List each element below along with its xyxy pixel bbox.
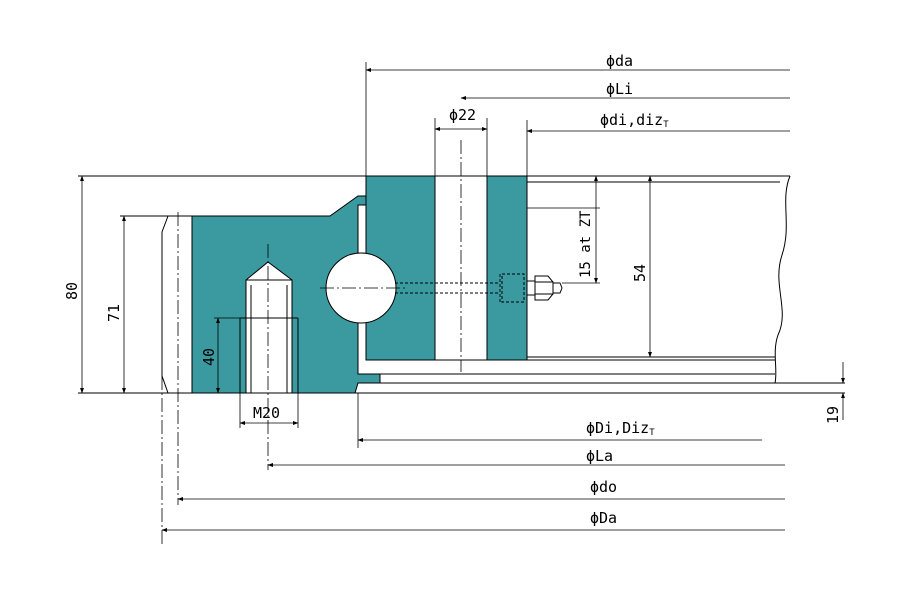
label-da: ϕda [606,52,633,70]
dim-80: 80 [63,175,84,394]
dim-m20: M20 [239,393,299,428]
label-Da: ϕDa [590,509,617,527]
dim-do: ϕdo [177,478,785,501]
dim-hole-22: ϕ22 [434,106,488,176]
dim-la: ϕLa [267,447,785,467]
dim-di: ϕdi,dizT [526,111,790,176]
dim-54: 54 [631,175,652,358]
dim-15: 15 at ZT [527,175,600,284]
label-hole-dia: ϕ22 [449,106,476,124]
dim-Da: ϕDa [161,509,785,532]
grease-fitting [395,273,563,303]
dim-li: ϕLi [460,80,790,100]
tapped-hole-m20 [239,244,299,470]
dim-Di: ϕDi,DizT [357,393,762,448]
outer-contour-left [78,175,366,545]
dim-19: 19 [824,362,845,424]
label-54: 54 [631,264,649,282]
dim-40: 40 [200,317,240,394]
label-80: 80 [63,282,81,300]
label-40: 40 [200,348,218,366]
label-di: ϕdi,dizT [600,111,669,130]
center-lines [320,140,462,372]
label-Di: ϕDi,DizT [586,419,655,438]
label-19: 19 [824,406,842,424]
outer-contour-right [355,175,845,394]
label-do: ϕdo [590,478,617,496]
label-m20: M20 [253,404,280,422]
label-15: 15 at ZT [578,210,594,278]
dim-da: ϕda [365,52,790,176]
label-la: ϕLa [586,447,613,465]
label-71: 71 [105,304,123,322]
label-li: ϕLi [606,80,633,98]
dim-71: 71 [105,215,126,394]
